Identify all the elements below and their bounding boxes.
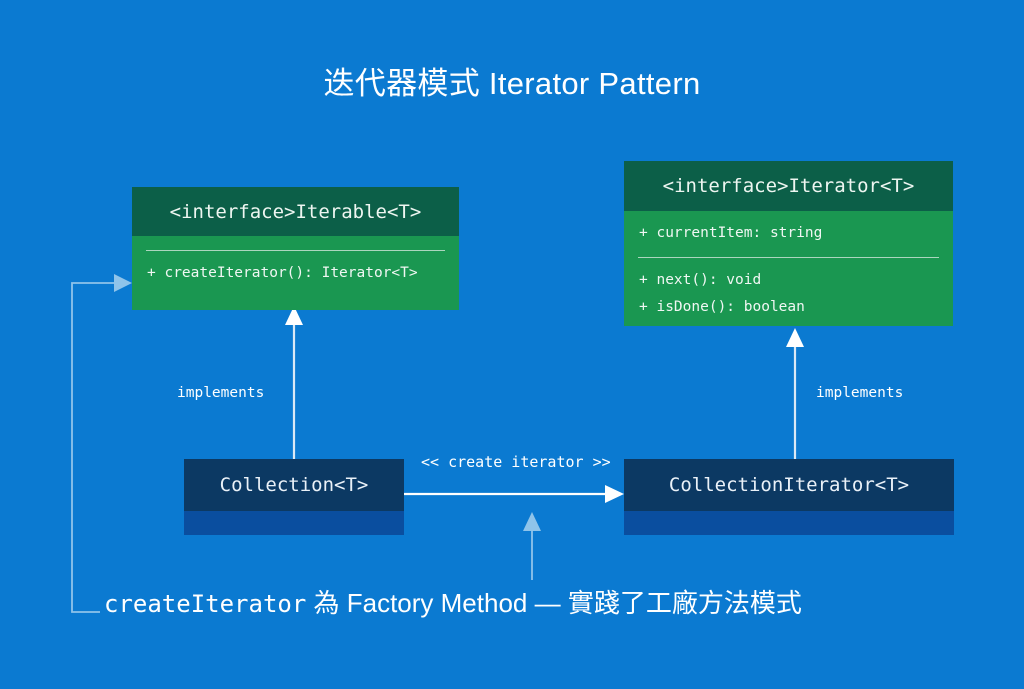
annotation-caption: createIterator 為 Factory Method — 實踐了工廠方… [104,584,802,623]
edge-label-implements-right: implements [816,385,904,401]
uml-class-iterable[interactable]: <interface>Iterable<T> + createIterator(… [132,187,459,310]
uml-class-collection-iterator-title: CollectionIterator<T> [624,459,954,511]
uml-class-iterator[interactable]: <interface>Iterator<T> + currentItem: st… [624,161,953,326]
uml-class-iterator-title: <interface>Iterator<T> [624,161,953,211]
uml-class-collection-iterator[interactable]: CollectionIterator<T> [624,459,954,535]
uml-member-row: + isDone(): boolean [639,299,805,315]
uml-member-row: + currentItem: string [639,225,823,241]
uml-class-collection-title: Collection<T> [184,459,404,511]
annotation-caption-mono: createIterator [104,590,307,618]
uml-member-row: + next(): void [639,272,762,288]
compartment-divider [638,257,939,258]
page-title: 迭代器模式 Iterator Pattern [323,66,701,101]
uml-class-collection-body [184,511,404,535]
uml-member-row: + createIterator(): Iterator<T> [147,265,418,281]
uml-class-collection-iterator-body [624,511,954,535]
annotation-caption-rest: 為 Factory Method — 實踐了工廠方法模式 [306,588,802,618]
uml-class-collection[interactable]: Collection<T> [184,459,404,535]
edge-label-create-iterator: << create iterator >> [421,453,611,471]
implements-arrowhead-right [786,328,804,347]
annotation-line-left [71,282,118,613]
create-iterator-arrowhead [605,485,624,503]
uml-class-iterator-body: + currentItem: string + next(): void + i… [624,211,953,326]
uml-class-iterable-body: + createIterator(): Iterator<T> [132,236,459,310]
edge-label-implements-left: implements [177,385,265,401]
annotation-arrowhead-left [114,274,132,292]
compartment-divider [146,250,445,251]
uml-class-iterable-title: <interface>Iterable<T> [132,187,459,236]
annotation-arrowhead-center [523,512,541,531]
